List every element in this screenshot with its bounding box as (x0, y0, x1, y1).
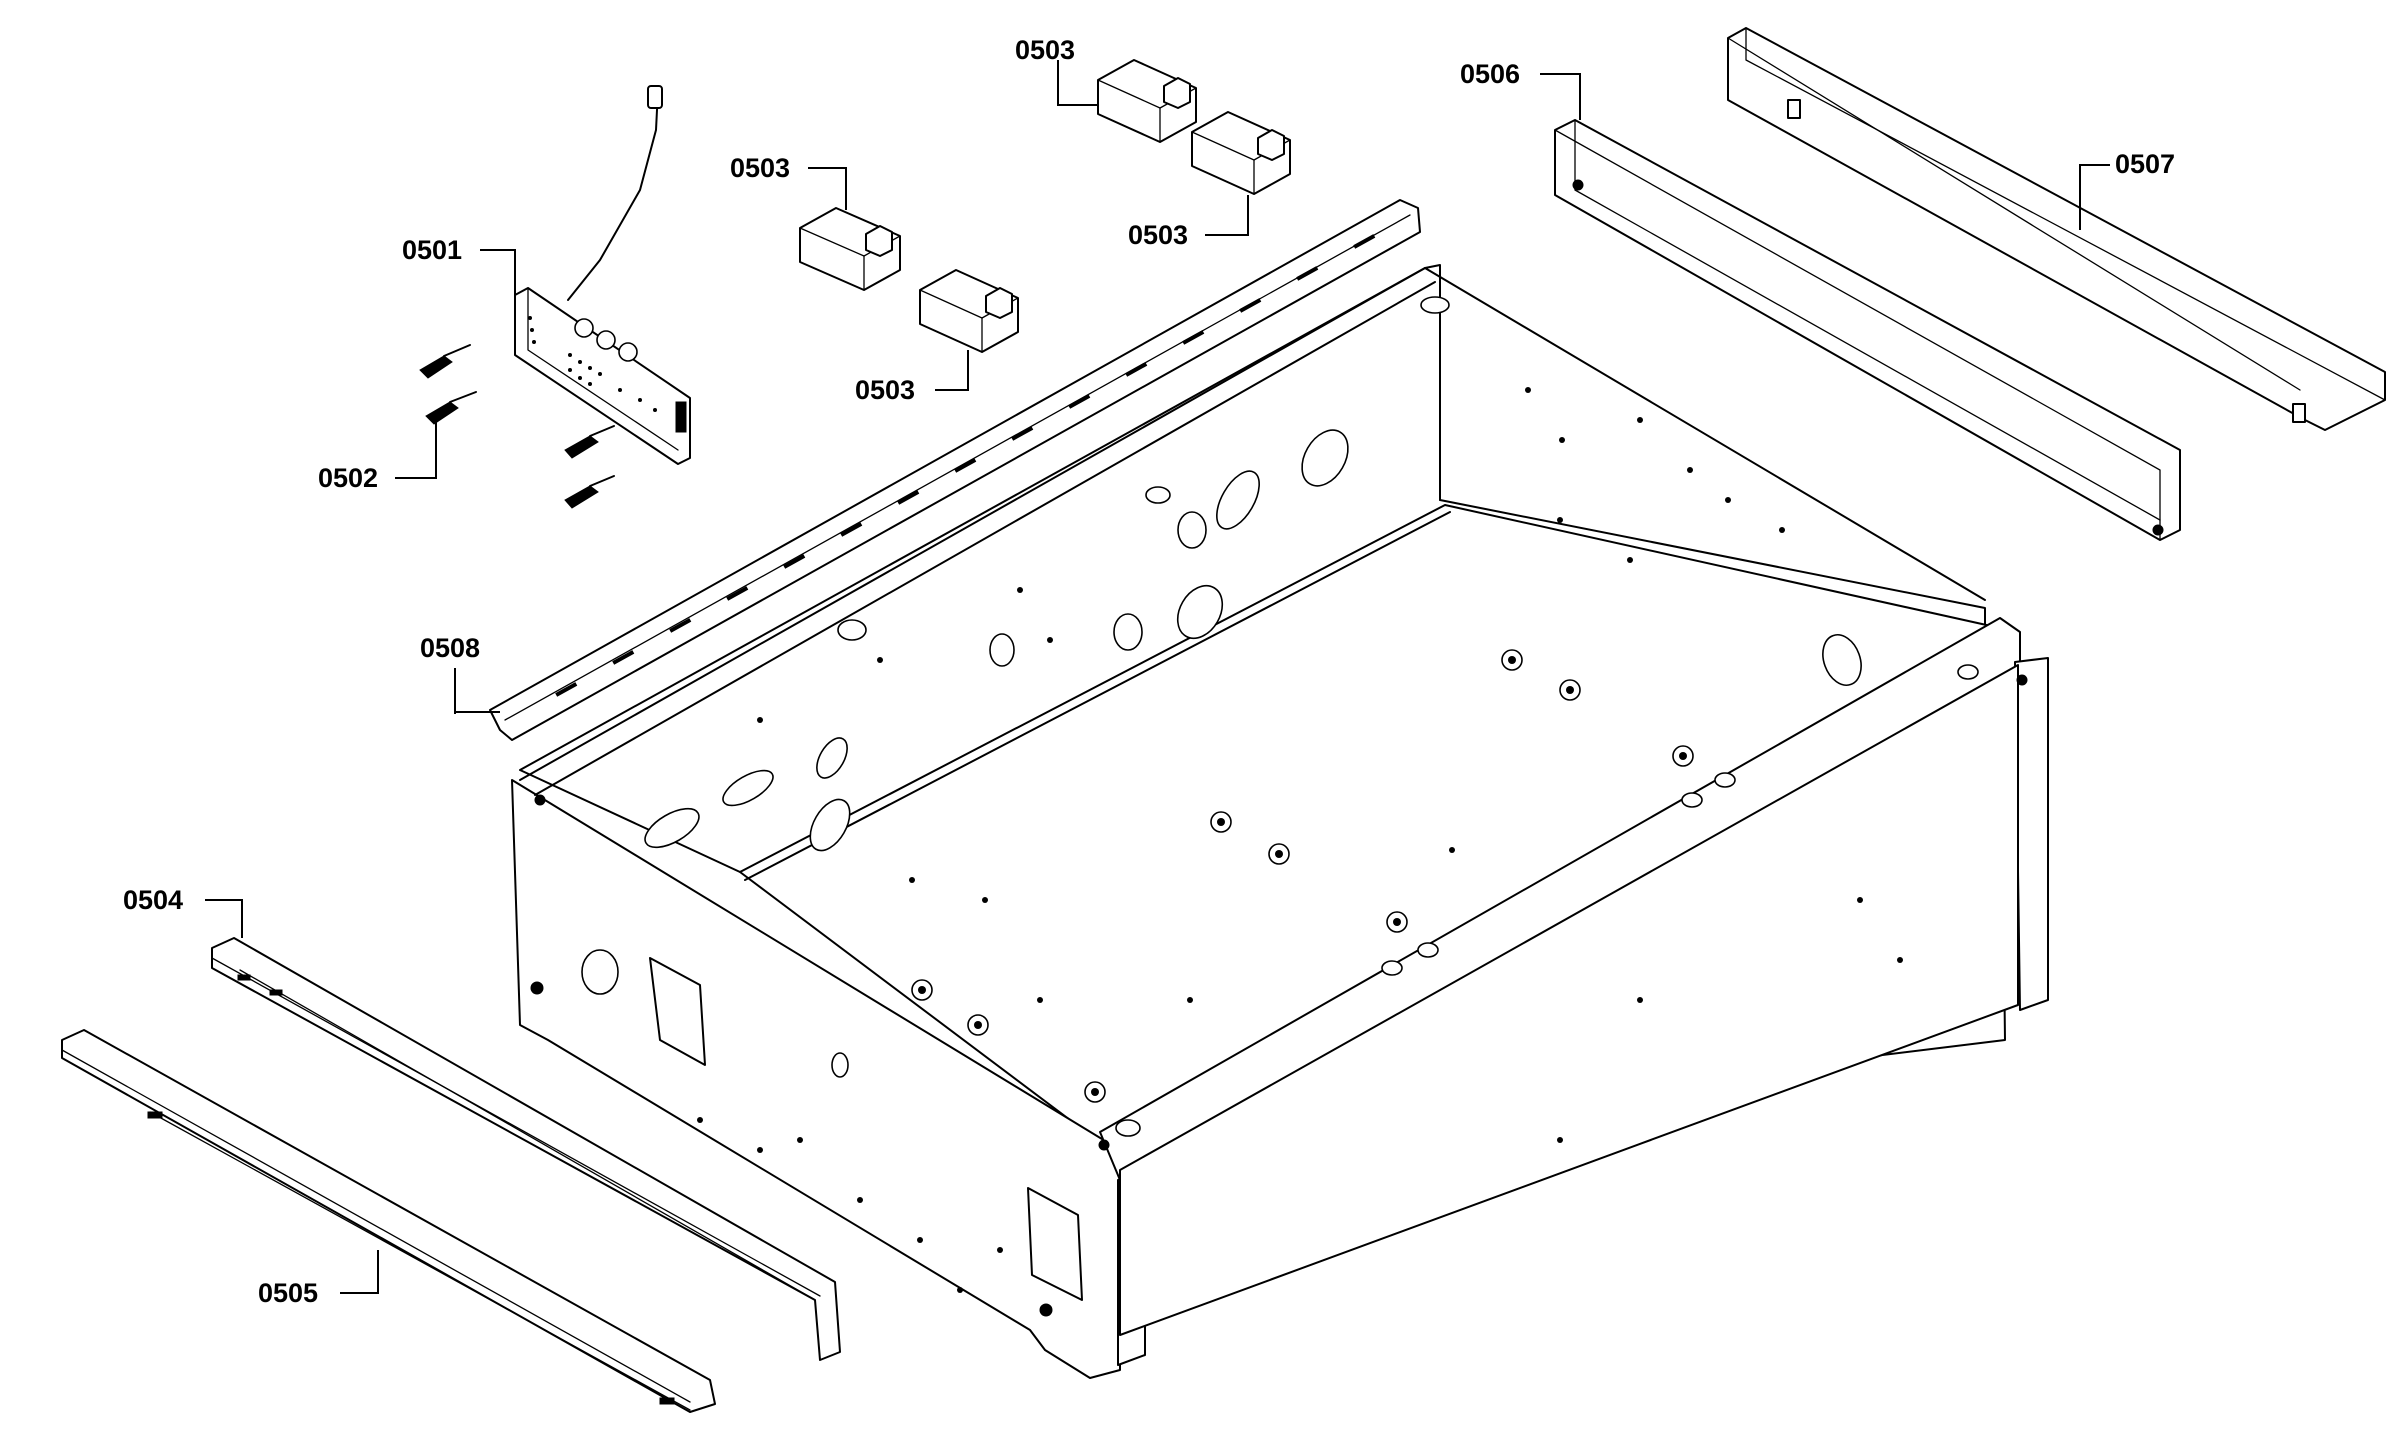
label-0504: 0504 (123, 885, 183, 915)
part-0501-circuit-board (514, 85, 691, 465)
leader-lines (205, 60, 2110, 1294)
label-0501: 0501 (402, 235, 462, 265)
label-0503-b: 0503 (855, 375, 915, 405)
drawer-housing (511, 264, 2049, 1379)
label-0505: 0505 (258, 1278, 318, 1308)
label-0507: 0507 (2115, 149, 2175, 179)
part-0505-trim (61, 1029, 716, 1413)
part-0507-trim (1727, 27, 2386, 431)
floor-grommets (911, 649, 1694, 1103)
label-0506: 0506 (1460, 59, 1520, 89)
label-0503-c: 0503 (1015, 35, 1075, 65)
part-0503-block-a (799, 207, 901, 291)
part-0508-top-rail (489, 199, 1421, 741)
label-0503-d: 0503 (1128, 220, 1188, 250)
part-0503-block-b (919, 269, 1019, 353)
part-0503-block-c (1097, 59, 1197, 143)
rail-slots (555, 234, 1376, 697)
board-components (528, 316, 687, 433)
label-0503-a: 0503 (730, 153, 790, 183)
part-0503-block-d (1191, 111, 1291, 195)
label-0508: 0508 (420, 633, 480, 663)
part-labels: 0501 0502 0503 0503 0503 0503 0504 0505 … (123, 35, 2175, 1308)
housing-dots (697, 387, 1903, 1293)
label-0502: 0502 (318, 463, 378, 493)
part-0504-trim (211, 937, 841, 1361)
part-0506-trim (1554, 119, 2181, 541)
part-0502-screws (419, 344, 615, 509)
